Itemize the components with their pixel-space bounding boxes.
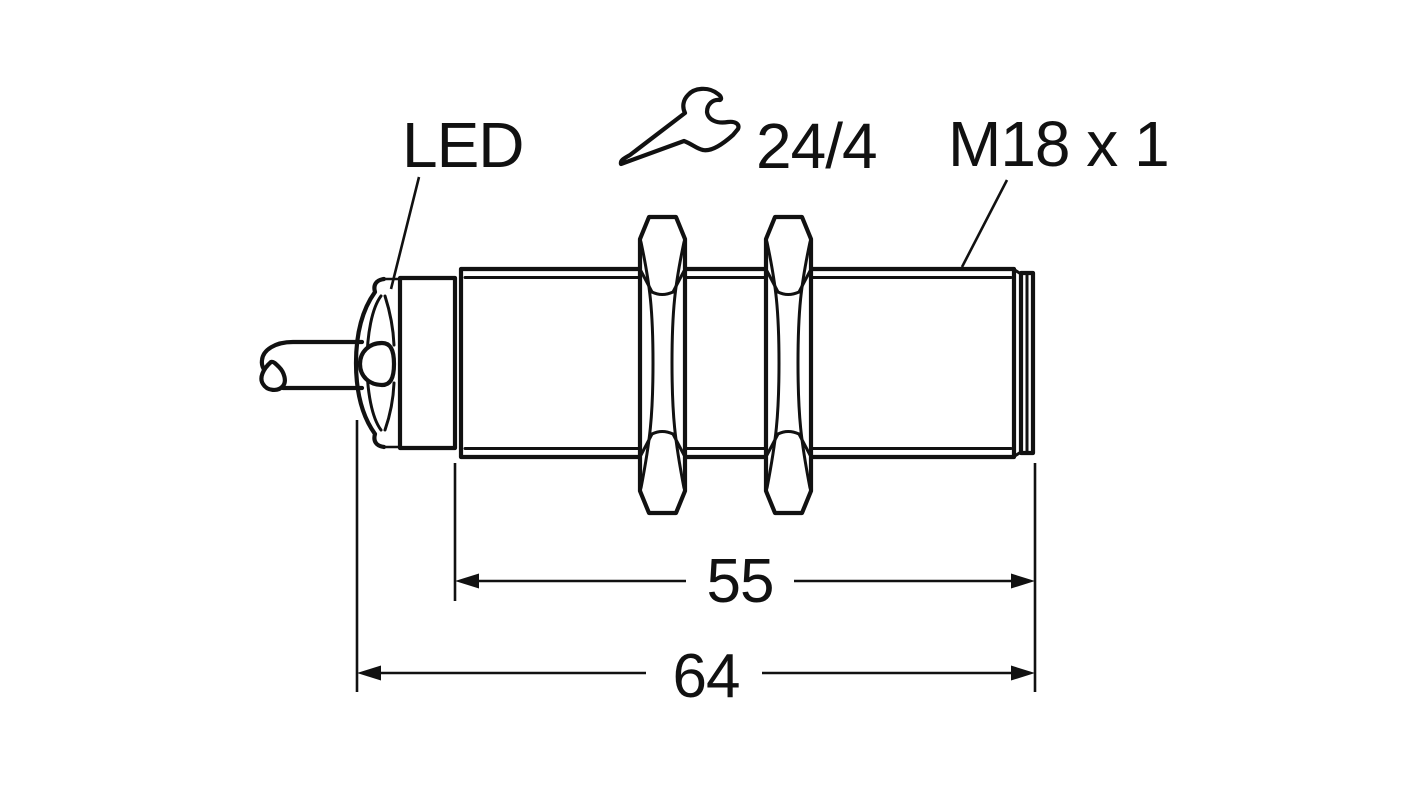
thread-leader-line [960, 179, 1009, 268]
nut-chamfer-bottom-right [671, 432, 686, 457]
dim-64-arrow-right [1011, 665, 1035, 681]
nut-silhouette [763, 214, 814, 516]
nut-chamfer-top-left [765, 269, 780, 294]
dim-overall-length: 64 [357, 642, 1035, 711]
cable-break-icon [259, 359, 287, 392]
nut-facet-right [796, 240, 812, 490]
nut-facet-left [765, 240, 781, 490]
nut-facet-top-curve [650, 290, 675, 296]
led-window-upper [383, 294, 396, 347]
sensing-face [1018, 270, 1036, 456]
thread-label: M18 x 1 [948, 108, 1169, 180]
wrench-size-label: 24/4 [756, 110, 877, 182]
rear-cap-dome [353, 276, 402, 450]
rear-housing [397, 275, 458, 451]
nut-facet-top-curve [776, 290, 801, 296]
dim-55-arrow-left [455, 573, 479, 589]
nut-chamfer-bottom-right [797, 432, 812, 457]
nut-chamfer-top-right [797, 269, 812, 294]
nut-facet-bottom-curve [650, 430, 675, 436]
barrel-body [458, 266, 1017, 460]
wrench-icon [618, 86, 741, 167]
dome-outer-profile [353, 276, 387, 450]
nut-chamfer-bottom-left [765, 432, 780, 457]
threaded-barrel [458, 266, 1036, 460]
nut-chamfer-bottom-left [639, 432, 654, 457]
nut-facet-bottom-curve [776, 430, 801, 436]
nut-chamfer-top-right [671, 269, 686, 294]
nut-facet-left [639, 240, 655, 490]
dim-barrel-length: 55 [455, 547, 1035, 616]
led-leader-line [389, 176, 421, 290]
nut-facet-right [670, 240, 686, 490]
lock-nut-2 [763, 214, 814, 516]
dim-55-value: 55 [707, 547, 774, 616]
dim-55-arrow-right [1011, 573, 1035, 589]
lock-nut-1 [637, 214, 688, 516]
cable-gland-boss [357, 340, 397, 388]
nut-silhouette [637, 214, 688, 516]
led-label: LED [402, 109, 524, 181]
led-window-lower [383, 381, 396, 432]
nut-chamfer-top-left [639, 269, 654, 294]
dim-64-arrow-left [357, 665, 381, 681]
cable [259, 339, 365, 392]
dim-64-value: 64 [673, 642, 740, 711]
